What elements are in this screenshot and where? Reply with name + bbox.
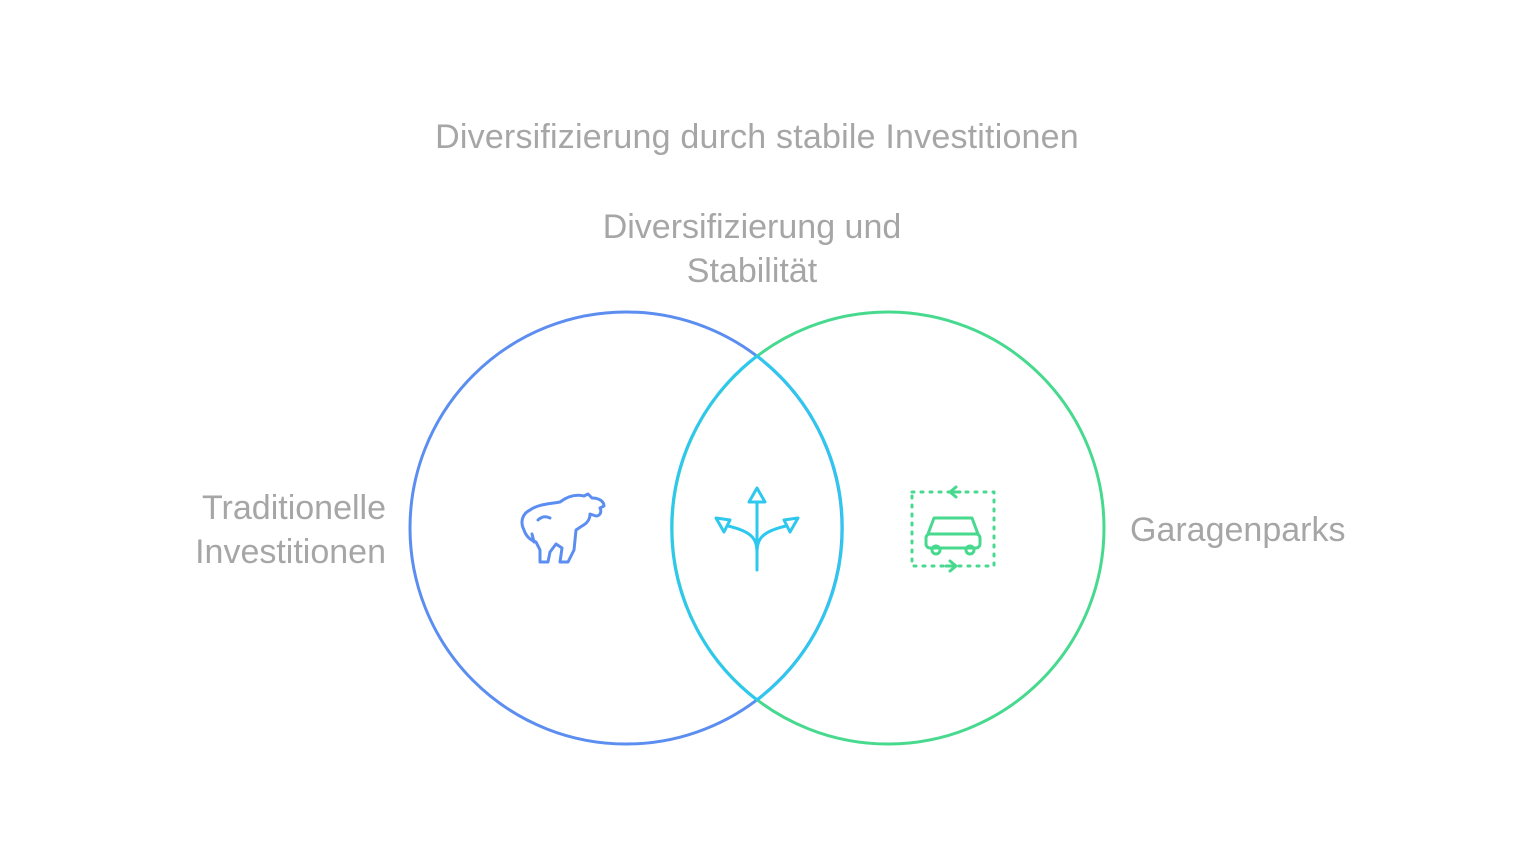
three-way-arrows-icon (714, 486, 800, 572)
diagram-title: Diversifizierung durch stabile Investiti… (435, 118, 1079, 156)
overlap-arc-right (756, 354, 844, 702)
car-parking-icon (910, 485, 996, 573)
bear-icon (520, 492, 606, 564)
right-set-label: Garagenparks (1130, 511, 1346, 549)
overlap-label: Diversifizierung und Stabilität (602, 208, 902, 290)
left-set-label: Traditionelle Investitionen (195, 489, 386, 571)
overlap-arc-left (670, 354, 758, 702)
